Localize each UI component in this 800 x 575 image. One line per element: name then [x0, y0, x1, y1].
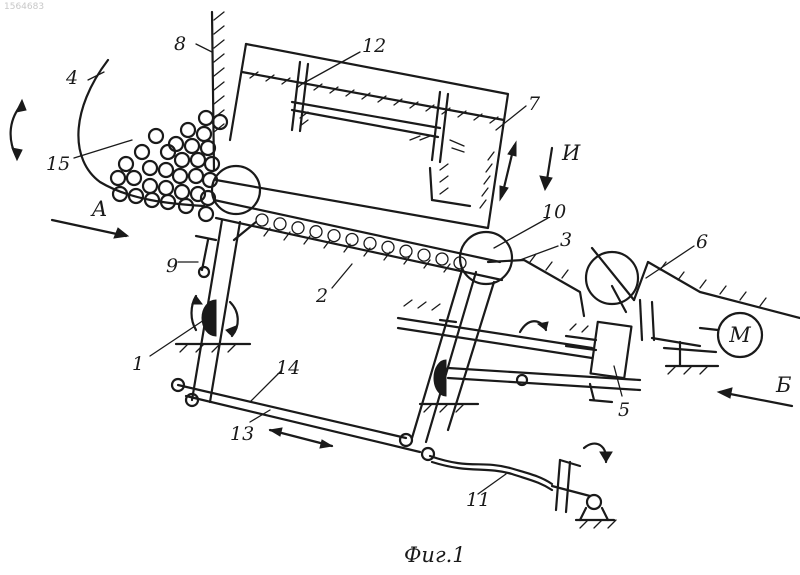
- hopper-3: [488, 254, 584, 316]
- conveyor-bead: [256, 214, 268, 226]
- arrow-vertical-7: [500, 142, 516, 200]
- ball: [197, 127, 211, 141]
- label-1: 1: [132, 353, 144, 375]
- conveyor-beads: [256, 214, 466, 269]
- arrow-I: [540, 148, 552, 190]
- label-12: 12: [362, 35, 386, 57]
- label-6: 6: [696, 231, 708, 253]
- ball: [175, 153, 189, 167]
- deflector-4: [78, 60, 204, 206]
- ball: [169, 137, 183, 151]
- drum-left: [212, 166, 260, 214]
- label-8: 8: [174, 33, 186, 55]
- ball: [127, 171, 141, 185]
- label-7: 7: [528, 93, 541, 115]
- label-M: M: [728, 323, 751, 347]
- ball-pile-15: [111, 111, 227, 221]
- label-B: Б: [775, 373, 791, 397]
- label-11: 11: [466, 489, 490, 511]
- cable-11: [430, 444, 616, 528]
- ball: [159, 163, 173, 177]
- ball: [143, 179, 157, 193]
- ball: [173, 169, 187, 183]
- ball: [205, 157, 219, 171]
- label-10: 10: [542, 201, 566, 223]
- ball: [161, 145, 175, 159]
- rod-assembly-12: [292, 62, 470, 206]
- housing-7: [216, 44, 508, 228]
- label-9: 9: [166, 255, 178, 277]
- support-right: [412, 270, 494, 442]
- ball: [111, 171, 125, 185]
- arrow-A: [52, 220, 128, 238]
- conveyor-bead: [274, 218, 286, 230]
- conveyor-bead: [436, 253, 448, 265]
- drive-shaft: [398, 300, 640, 402]
- label-5: 5: [618, 399, 630, 421]
- ball: [159, 181, 173, 195]
- ball: [189, 169, 203, 183]
- conveyor-bead: [310, 226, 322, 238]
- ball: [185, 139, 199, 153]
- figure-caption: Фиг.1: [404, 543, 466, 567]
- conveyor-bead: [292, 222, 304, 234]
- ball: [191, 153, 205, 167]
- ball: [199, 111, 213, 125]
- ball: [149, 129, 163, 143]
- ball: [143, 161, 157, 175]
- label-15: 15: [46, 153, 70, 175]
- label-13: 13: [230, 423, 254, 445]
- label-4: 4: [65, 67, 78, 89]
- conveyor-bead: [382, 241, 394, 253]
- conveyor-bead: [418, 249, 430, 261]
- label-I: И: [561, 141, 581, 165]
- conveyor-bead: [346, 234, 358, 246]
- conveyor-bead: [328, 230, 340, 242]
- unit-6: [592, 248, 800, 374]
- ball: [199, 207, 213, 221]
- label-14: 14: [276, 357, 300, 379]
- ball: [181, 123, 195, 137]
- conveyor-bead: [400, 245, 412, 257]
- support-1: [176, 220, 256, 402]
- ball: [135, 145, 149, 159]
- arrow-swing-4: [11, 100, 26, 160]
- ball: [175, 185, 189, 199]
- watermark-text: 1564683: [4, 2, 44, 12]
- label-A: A: [90, 197, 107, 221]
- label-2: 2: [315, 285, 328, 307]
- ball: [119, 157, 133, 171]
- label-3: 3: [560, 229, 572, 251]
